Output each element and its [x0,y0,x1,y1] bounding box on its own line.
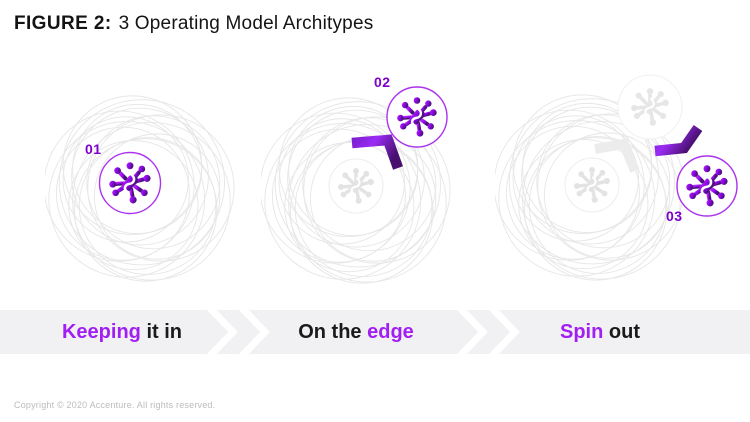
transition-chevron-icon-3 [654,124,703,157]
chevron-right-separator-icon [456,310,488,354]
chevron-right-separator-icon [206,310,238,354]
process-band: Keeping it in On the edge Spin out [0,310,750,354]
archetype-1-cluster [45,95,235,282]
chevron-right-separator-icon [238,310,270,354]
band-segment-keeping-it-in: Keeping it in [62,310,182,354]
band-segment-on-the-edge: On the edge [298,310,414,354]
step-label-02: 02 [374,74,391,90]
band-word-rest: out [603,321,640,343]
chevron-right-separator-icon [488,310,520,354]
step-label-03: 03 [666,208,683,224]
copyright-notice: Copyright © 2020 Accenture. All rights r… [14,400,216,410]
figure-number-label: FIGURE 2: [14,13,112,34]
band-word-accent: Spin [560,321,604,343]
archetype-2-cluster [261,86,451,284]
band-separators [206,310,520,354]
band-word-rest: On the [298,321,368,343]
step-label-01: 01 [85,141,102,157]
band-word-rest: it in [140,321,183,343]
transition-chevron-icon-2 [351,134,403,170]
archetype-3-cluster [495,74,738,281]
band-segment-spin-out: Spin out [560,310,640,354]
band-word-accent: edge [367,321,414,343]
faded-chevron-icon-3 [594,138,640,173]
figure-title: FIGURE 2: 3 Operating Model Architypes [14,13,373,35]
band-word-accent: Keeping [61,321,141,343]
figure-title-text: 3 Operating Model Architypes [118,13,374,34]
